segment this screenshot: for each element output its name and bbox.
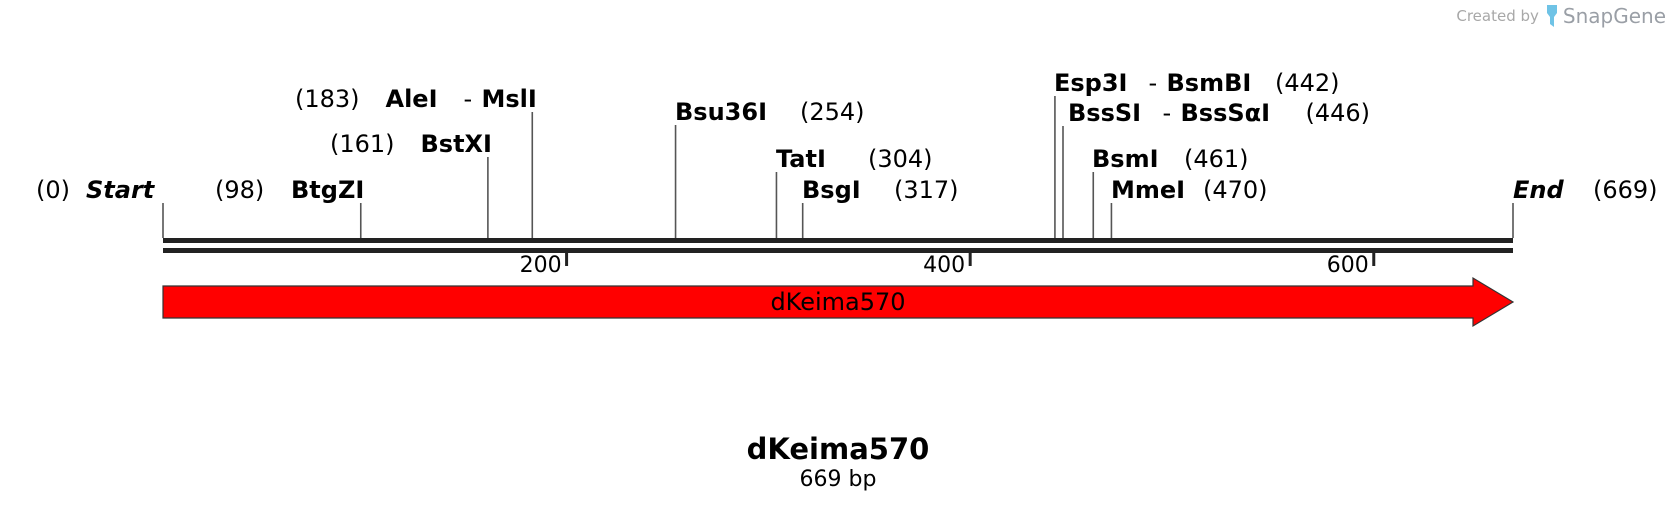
ruler-ticks: 200 400 600 [520, 253, 1376, 278]
ruler-tick-label-600: 600 [1327, 253, 1369, 278]
end-name-end: End [1513, 176, 1564, 204]
site-pos-esp3i: (442) [1275, 69, 1340, 97]
site-pos-bsmi: (461) [1184, 145, 1249, 173]
site-dash-bsssi: - [1163, 99, 1172, 127]
ruler-tick-400 [968, 253, 972, 266]
site-dash-esp3i: - [1149, 69, 1158, 97]
site-alias-bsss-i: BssSαI [1181, 99, 1271, 127]
snapgene-logo-icon [1546, 5, 1557, 27]
site-name-bsmi: BsmI [1092, 145, 1159, 173]
end-pos-start: (0) [36, 176, 70, 204]
site-name-alei: AleI [386, 85, 438, 113]
watermark-brand: SnapGene [1562, 4, 1666, 28]
watermark: Created by SnapGene [1456, 4, 1666, 28]
site-pos-bsgi: (317) [894, 176, 959, 204]
site-name-bsssi: BssSI [1068, 99, 1141, 127]
site-pos-mmei: (470) [1203, 176, 1268, 204]
site-name-tati: TatI [776, 145, 826, 173]
feature-arrow-dkeima570 [162, 276, 1515, 328]
ruler-tick-600 [1372, 253, 1376, 266]
end-name-start: Start [86, 176, 156, 204]
site-alias-msli: MslI [482, 85, 537, 113]
site-pos-tati: (304) [868, 145, 933, 173]
site-name-mmei: MmeI [1111, 176, 1185, 204]
sequence-title-block: dKeima570 669 bp [0, 432, 1676, 494]
backbone-top-line [163, 238, 1513, 243]
site-pos-bsu36i: (254) [800, 98, 865, 126]
sequence-name: dKeima570 [746, 432, 930, 466]
ruler-tick-label-400: 400 [923, 253, 965, 278]
site-alias-bsmbi: BsmBI [1167, 69, 1252, 97]
site-name-bstxi: BstXI [421, 130, 492, 158]
end-pos-end: (669) [1593, 176, 1658, 204]
site-pos-alei: (183) [295, 85, 360, 113]
site-name-esp3i: Esp3I [1054, 69, 1128, 97]
ruler-tick-200 [565, 253, 569, 266]
site-name-bsu36i: Bsu36I [675, 98, 767, 126]
site-dash-alei: - [464, 85, 473, 113]
feature-label-dkeima570: dKeima570 [770, 288, 905, 316]
site-name-bsgi: BsgI [802, 176, 861, 204]
ruler-tick-label-200: 200 [520, 253, 562, 278]
features-track: dKeima570 [162, 276, 1515, 328]
site-pos-btgzi: (98) [215, 176, 264, 204]
site-pos-bsssi: (446) [1306, 99, 1371, 127]
sequence-ends: (0) Start End (669) [36, 176, 1658, 238]
backbone-bottom-line [163, 248, 1513, 253]
sequence-length: 669 bp [799, 467, 877, 492]
watermark-created-by: Created by [1456, 7, 1539, 25]
site-pos-bstxi: (161) [330, 130, 395, 158]
site-name-btgzi: BtgZI [291, 176, 364, 204]
